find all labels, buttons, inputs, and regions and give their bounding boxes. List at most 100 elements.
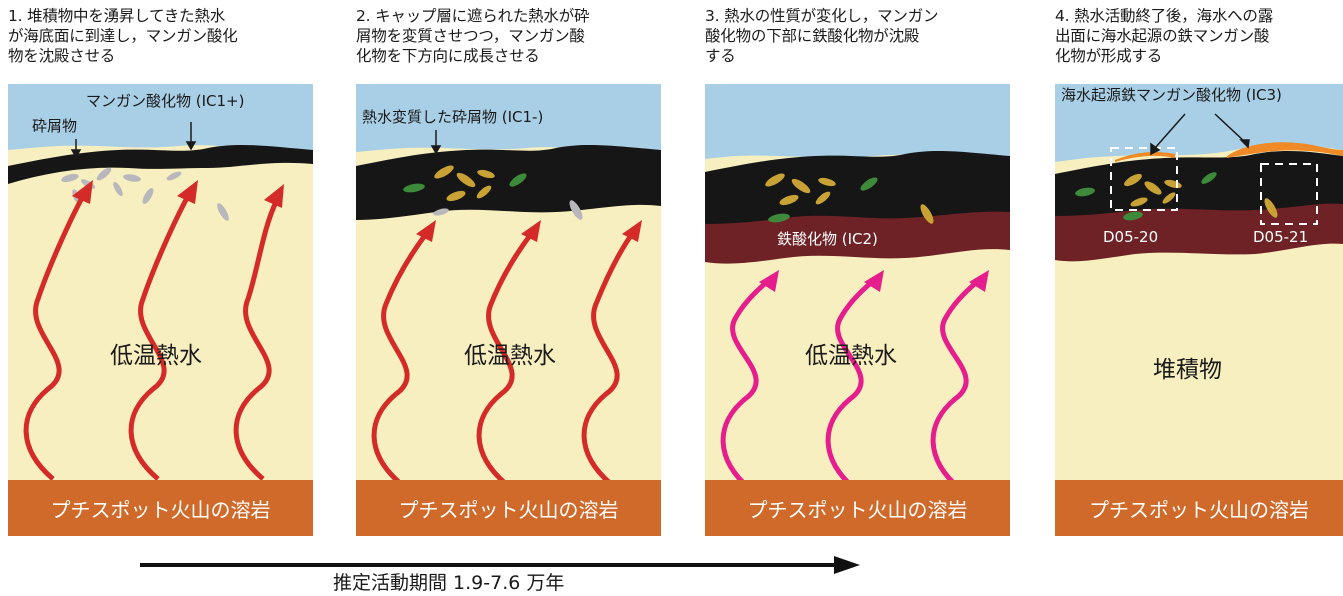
panel-1: 砕屑物 マンガン酸化物 (IC1+) 低温熱水 プチスポット火山の溶岩: [8, 84, 313, 536]
debris-clast: [166, 171, 182, 181]
fluid-arrowhead: [416, 220, 436, 242]
panel-2: 熱水変質した砕屑物 (IC1-) 低温熱水 プチスポット火山の溶岩: [356, 84, 661, 536]
seawater: [1055, 84, 1343, 162]
mn-oxide-layer: [8, 144, 313, 184]
seawater: [705, 84, 1010, 160]
fluid-arrowhead: [759, 270, 779, 292]
sample-box-d05-21: [1260, 163, 1318, 225]
mn-oxide-layer: [356, 144, 661, 220]
clast: [1264, 198, 1278, 218]
label-d05-21: D05-21: [1253, 228, 1309, 246]
sample-box-d05-20: [1110, 147, 1178, 211]
altered-clast: [434, 165, 454, 179]
leader-arrowhead: [1150, 142, 1161, 156]
panel-4: 海水起源鉄マンガン酸化物 (IC3) D05-20 D05-21 堆積物 プチス…: [1055, 84, 1343, 536]
fluid-arrow: [581, 232, 635, 486]
fluid-arrowhead: [264, 184, 284, 208]
fluid-arrowhead: [622, 220, 642, 242]
seawater: [8, 84, 313, 154]
fluid-arrowhead: [864, 270, 884, 292]
panel-3: 鉄酸化物 (IC2) 低温熱水 プチスポット火山の溶岩: [705, 84, 1010, 536]
fluid-arrowhead: [72, 180, 93, 204]
center-text: 低温熱水: [110, 343, 202, 369]
clast: [1124, 173, 1142, 187]
panel-2-caption: 2. キャップ層に遮られた熱水が砕 屑物を変質させつつ，マンガン酸 化物を下方向…: [356, 7, 590, 65]
ic3-crust: [1227, 142, 1343, 158]
debris-clast: [217, 203, 229, 221]
hydrothermal-fluid-arrows: [23, 194, 279, 481]
center-text: 低温熱水: [805, 343, 897, 369]
altered-clast: [403, 183, 425, 193]
leader-arrowhead: [70, 149, 82, 159]
altered-clast: [569, 200, 583, 220]
altered-clast: [509, 173, 527, 187]
clasts: [765, 173, 934, 224]
clast: [860, 177, 878, 191]
clast: [920, 204, 934, 224]
leader-arrowhead: [185, 141, 197, 151]
fluid-arrow: [128, 194, 191, 481]
clast: [815, 191, 831, 205]
leader-line: [1214, 113, 1246, 143]
fe-oxide-layer: [705, 211, 1010, 264]
mn-oxide-layer: [705, 150, 1010, 226]
altered-clast: [456, 172, 476, 188]
fluid-arrowhead: [969, 270, 989, 292]
timeline-arrow: [140, 556, 860, 574]
panel-1-caption: 1. 堆積物中を湧昇してきた熱水 が海底面に到達し，マンガン酸化 物を沈殿させる: [8, 7, 238, 65]
debris-clast: [123, 174, 141, 182]
clast: [779, 194, 799, 206]
debris-clast: [61, 173, 79, 183]
clast: [1123, 211, 1143, 221]
fluid-arrow: [476, 232, 534, 486]
fluid-arrow: [233, 200, 279, 481]
fluid-arrow: [720, 280, 769, 491]
fluid-arrow: [371, 232, 429, 486]
label-d05-20: D05-20: [1103, 228, 1159, 246]
lava-bar: プチスポット火山の溶岩: [8, 480, 313, 536]
clast: [1162, 192, 1176, 204]
label-altered-debris: 熱水変質した砕屑物 (IC1-): [362, 108, 544, 126]
altered-clast: [476, 185, 492, 199]
label-ic3: 海水起源鉄マンガン酸化物 (IC3): [1061, 86, 1282, 104]
leader-arrowhead: [430, 145, 442, 155]
clast: [1130, 197, 1148, 207]
panel-3-caption: 3. 熱水の性質が変化し，マンガン 酸化物の下部に鉄酸化物が沈殿 する: [705, 7, 939, 65]
clast: [1144, 181, 1162, 195]
label-mn-oxide: マンガン酸化物 (IC1+): [86, 92, 245, 110]
center-text: 低温熱水: [464, 343, 556, 369]
altered-clast: [477, 169, 495, 179]
panel-4-caption: 4. 熱水活動終了後，海水への露 出面に海水起源の鉄マンガン酸 化物が形成する: [1055, 7, 1274, 65]
debris-clast: [113, 181, 123, 197]
label-debris: 砕屑物: [32, 117, 78, 135]
leader-line: [1154, 113, 1186, 149]
clast: [791, 178, 811, 194]
panel-1-graphic: [8, 84, 313, 536]
clast: [1201, 172, 1217, 184]
fluid-arrow: [825, 280, 874, 491]
sample-boxes: [1110, 147, 1318, 225]
clast: [1075, 187, 1095, 197]
fluid-arrowhead: [177, 180, 198, 204]
altered-clasts: [403, 165, 583, 220]
panel-4-graphic: [1055, 84, 1343, 536]
clast: [765, 173, 785, 187]
timeline-label: 推定活動期間 1.9-7.6 万年: [333, 572, 565, 594]
seawater: [356, 84, 661, 156]
panel-3-graphic: [705, 84, 1010, 536]
debris-clast: [142, 188, 154, 204]
hydrothermal-fluid-arrows: [371, 232, 635, 486]
timeline-arrowhead: [834, 556, 860, 574]
altered-clast: [446, 190, 466, 202]
altered-clast: [433, 208, 449, 216]
label-fe-oxide: 鉄酸化物 (IC2): [777, 230, 878, 248]
fluid-arrow: [23, 194, 86, 481]
fluid-arrow: [930, 280, 979, 491]
clast: [818, 177, 836, 187]
leader-arrowhead: [1239, 139, 1250, 149]
lava-bar: プチスポット火山の溶岩: [356, 480, 661, 536]
center-text: 堆積物: [1153, 357, 1222, 383]
ic3-crust: [1115, 152, 1175, 162]
fluid-arrowhead: [521, 220, 541, 242]
clast: [768, 213, 790, 223]
